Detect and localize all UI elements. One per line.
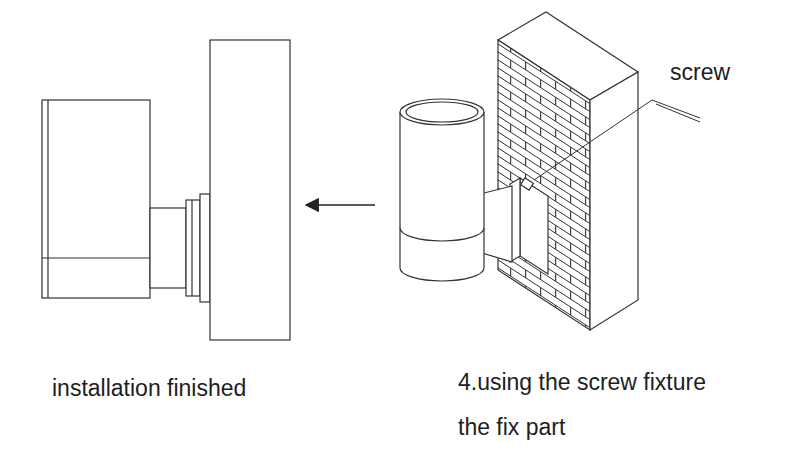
leader-line [534,100,700,180]
step-note: 4.using the screw fixture the fix part [458,360,720,450]
leader-line [656,104,700,122]
brick-wall [498,12,638,330]
screw-head [521,178,534,190]
part-label: screw [670,50,730,95]
caption-label: installation finished [52,366,246,411]
lamp-body [400,99,484,281]
installed-lamp [42,40,290,340]
direction-arrow [306,204,375,206]
wall-section [210,40,290,340]
